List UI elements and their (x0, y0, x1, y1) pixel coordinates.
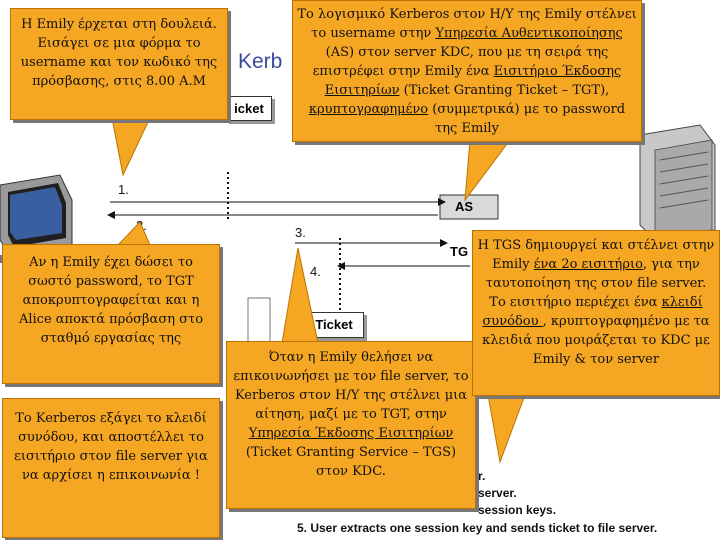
callout-kerberos-text-c: (Ticket Granting Ticket – TGT), (399, 83, 610, 98)
ticket-box-top: icket (226, 96, 272, 121)
callout-tgs-creates-text-b: , για την ταυτοποίηση της στον file serv… (485, 257, 707, 310)
steps-line-keys: session keys. (478, 503, 557, 517)
callout-tgs-request-text-a: Όταν η Emily θελήσει να επικοινωνήσει με… (233, 350, 469, 422)
steps-line-server: server. (478, 486, 517, 500)
callout-tgs-creates: Η TGS δημιουργεί και στέλνει στην Emily … (472, 230, 720, 396)
callout-password-text: Αν η Emily έχει δώσει το σωστό password,… (18, 255, 204, 346)
callout-tgs-request-link: Υπηρεσία Έκδοσης Εισιτηρίων (248, 426, 454, 441)
callout-kerberos-link-as: Υπηρεσία Αυθεντικοποίησης (435, 26, 623, 41)
callout-tgs-creates-text-a: Η TGS δημιουργεί και στέλνει στην Emily (477, 238, 715, 272)
callout-tgs-request: Όταν η Emily θελήσει να επικοινωνήσει με… (226, 341, 476, 509)
kdc-server-icon (639, 124, 716, 241)
callout-emily-arrives-text: Η Emily έρχεται στη δουλειά. Εισάγει σε … (20, 17, 218, 89)
slide-title: Kerb (238, 50, 283, 73)
emily-computer-icon (0, 174, 73, 263)
callout-tgs-creates-link-key: κλειδί συνόδου (482, 295, 703, 329)
steps-line-5: 5. User extracts one session key and sen… (297, 521, 658, 535)
callout-session-key: Το Kerberos εξάγει το κλειδί συνόδου, κα… (2, 398, 220, 538)
callout-kerberos-link-tgt: Εισιτήριο Έκδοσης Εισιτηρίων (324, 64, 622, 98)
callout-password-correct: Αν η Emily έχει δώσει το σωστό password,… (2, 244, 220, 384)
callout-kerberos-as: Το λογισμικό Kerberos στον Η/Υ της Emily… (292, 0, 642, 142)
step-1-label: 1. (118, 182, 129, 197)
step-4-label: 4. (310, 264, 321, 279)
as-label: AS (455, 199, 474, 214)
callout-session-key-text: Το Kerberos εξάγει το κλειδί συνόδου, κα… (14, 411, 208, 483)
callout-tgs-creates-link-ticket: ένα 2ο εισιτήριο (533, 257, 643, 272)
arrowhead-step3 (440, 239, 448, 247)
ticket-box-mid: Ticket (304, 312, 364, 338)
arrowhead-step1 (438, 198, 446, 206)
callout-kerberos-text-d: (συμμετρικά) με το password της Emily (428, 102, 626, 136)
step-3-label: 3. (295, 225, 306, 240)
callout-tgs-creates-text-c: , κρυπτογραφημένο με τα κλειδιά που μοιρ… (482, 314, 710, 367)
arrowhead-step2 (107, 211, 115, 219)
tgs-label-fragment: TG (450, 244, 469, 259)
steps-line-r: r. (478, 469, 486, 483)
callout-emily-arrives: Η Emily έρχεται στη δουλειά. Εισάγει σε … (10, 8, 228, 120)
step-2-label: 2. (136, 218, 147, 233)
callout-tgs-request-text-b: (Ticket Granting Service – TGS) στον KDC… (245, 445, 457, 479)
callout-kerberos-text-a: Το λογισμικό Kerberos στον Η/Υ της Emily… (297, 7, 637, 41)
callout-kerberos-text-b: (AS) στον server KDC, που με τη σειρά τη… (312, 45, 609, 79)
callout-kerberos-link-encrypted: κρυπτογραφημένο (308, 102, 429, 117)
steps-list: r. server. session keys. (478, 468, 720, 519)
arrowhead-step4 (337, 262, 345, 270)
